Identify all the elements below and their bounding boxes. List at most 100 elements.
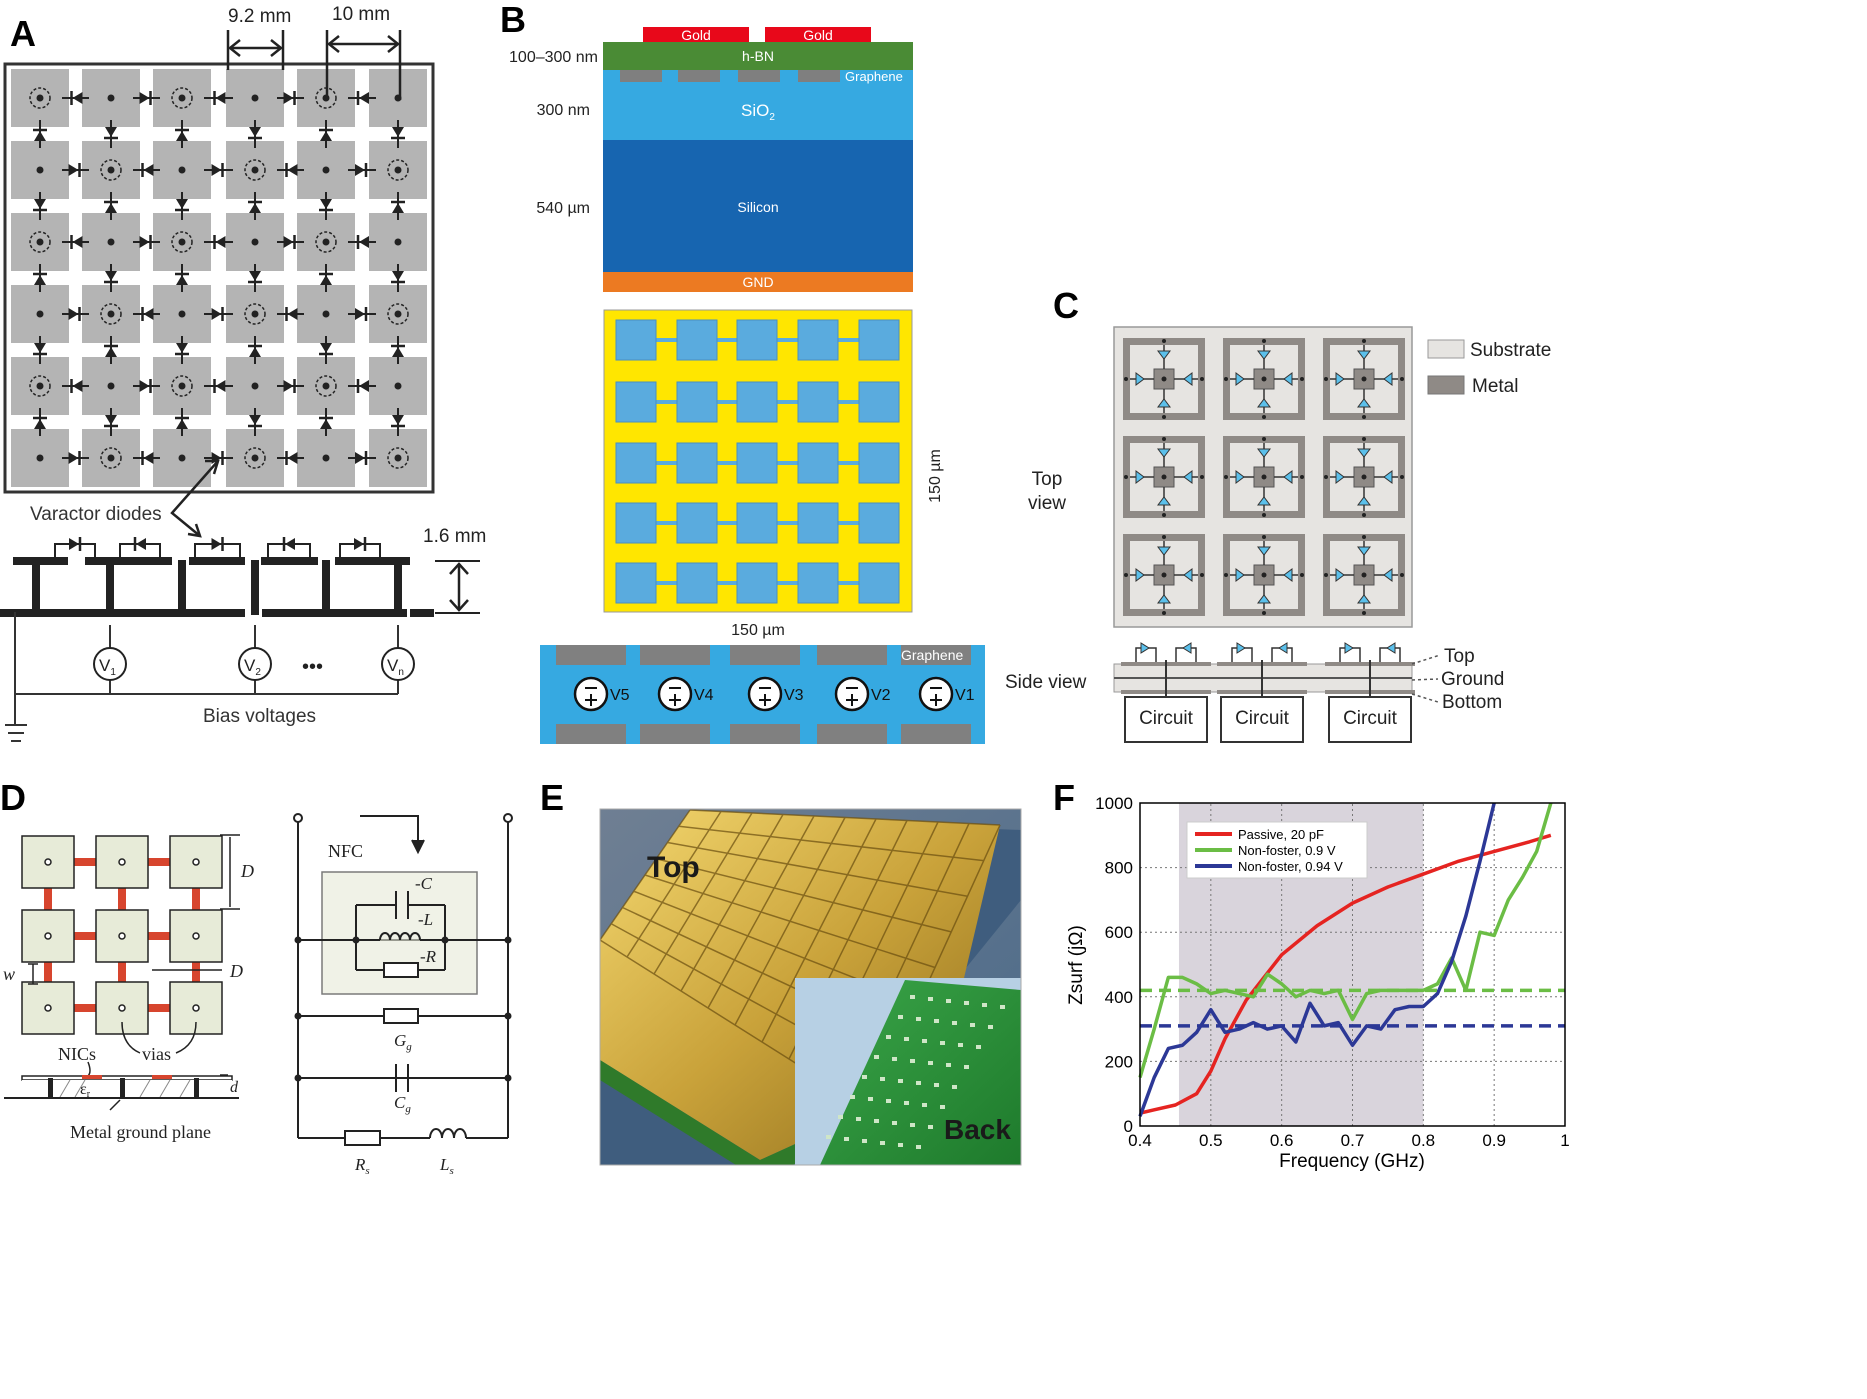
via-dot <box>107 94 115 102</box>
ground-plate <box>0 609 245 617</box>
varactor-diode <box>359 380 369 392</box>
via-ring <box>387 159 409 181</box>
top-plate <box>85 557 172 565</box>
circuit-box-2 <box>1220 696 1304 743</box>
x-tick-label: 0.6 <box>1270 1131 1294 1150</box>
via-ring <box>100 159 122 181</box>
legend-nonfoster-09: Non-foster, 0.9 V <box>1238 843 1336 858</box>
via-dot <box>178 382 186 390</box>
via-ring <box>29 375 51 397</box>
varactor-diode <box>249 271 261 281</box>
via-dot <box>178 166 186 174</box>
graphene-pad <box>797 502 839 544</box>
nic-unit-cells <box>21 835 223 1035</box>
via-dot <box>178 94 186 102</box>
varactor-diode <box>211 164 222 176</box>
via-ring <box>387 447 409 469</box>
via-dot <box>322 238 330 246</box>
via-ring <box>100 303 122 325</box>
varactor-diode <box>143 452 154 464</box>
graphene-label-2: Graphene <box>901 647 963 663</box>
varactor-diode <box>287 452 298 464</box>
diode-icon <box>1386 642 1396 654</box>
back-component <box>952 1021 957 1025</box>
back-component <box>910 1123 915 1127</box>
varactor-diode <box>211 308 222 320</box>
layer-top-label: Top <box>1444 646 1475 667</box>
gg-resistor <box>383 1008 419 1024</box>
panel-c: C Substrate Metal Top view Side view Top… <box>1005 285 1551 743</box>
circuit-box-1 <box>1124 696 1208 743</box>
back-component <box>928 1125 933 1129</box>
diode-icon <box>1257 496 1271 506</box>
neg-r-resistor <box>383 962 419 978</box>
panel-a-cross-section <box>0 537 480 617</box>
via-dot <box>251 166 259 174</box>
back-component <box>928 997 933 1001</box>
graphene-electrode-top <box>730 645 800 665</box>
via-dot <box>251 238 259 246</box>
chart-series <box>1138 802 1565 1117</box>
x-tick-label: 0.8 <box>1412 1131 1436 1150</box>
varactor-diode <box>283 236 294 248</box>
graphene-pad <box>736 562 778 604</box>
diode-icon <box>1335 470 1345 484</box>
circuit-label-3: Circuit <box>1343 708 1398 729</box>
nic-link <box>118 958 126 986</box>
varactor-diode <box>392 127 404 137</box>
varactor-diode <box>320 275 332 285</box>
via-dot <box>36 382 44 390</box>
top-view-label-1: Top <box>1032 469 1063 490</box>
legend-metal: Metal <box>1472 376 1518 397</box>
varactor-diode <box>320 131 332 141</box>
legend-passive: Passive, 20 pF <box>1238 827 1324 842</box>
varactor-diode <box>176 131 188 141</box>
via-hole <box>192 1004 200 1012</box>
v2-label: V2 <box>244 656 261 678</box>
back-component <box>928 1061 933 1065</box>
x-tick-label: 1 <box>1560 1131 1569 1150</box>
via-dot <box>322 382 330 390</box>
graphene-strips <box>620 70 840 82</box>
diode-icon <box>1135 470 1145 484</box>
back-component <box>922 1103 927 1107</box>
graphene-electrode-bottom <box>901 724 971 744</box>
graphene-pad <box>797 562 839 604</box>
diode-icon <box>1257 594 1271 604</box>
back-component <box>964 1001 969 1005</box>
graphene-pad <box>736 319 778 361</box>
dim-150um-vertical: 150 µm <box>927 449 944 503</box>
eps-r-label: εr <box>80 1081 91 1100</box>
layer-ground-label: Ground <box>1441 669 1504 690</box>
nic-link <box>144 1004 174 1012</box>
gnd-label: GND <box>742 274 773 290</box>
via-ring <box>171 231 193 253</box>
graphene-pad <box>615 562 657 604</box>
series-line-2 <box>1138 802 1496 1117</box>
back-component <box>982 1003 987 1007</box>
top-plate <box>13 557 68 565</box>
nfc-label: NFC <box>328 841 363 861</box>
diode-icon <box>1357 448 1371 458</box>
via-dot <box>394 238 402 246</box>
graphene-pad <box>615 442 657 484</box>
back-component <box>970 1023 975 1027</box>
diode-icon <box>1283 470 1293 484</box>
via-dot <box>322 310 330 318</box>
varactor-diode <box>249 347 261 357</box>
panel-c-letter: C <box>1053 285 1079 326</box>
via-hole <box>118 858 126 866</box>
via-ring <box>244 159 266 181</box>
pcb-grid-line <box>667 841 968 897</box>
layer-bottom-label: Bottom <box>1442 692 1502 713</box>
hbn-layer <box>603 42 913 70</box>
diode-icon <box>1157 496 1171 506</box>
hbn-label: h-BN <box>742 48 774 64</box>
back-component <box>880 1077 885 1081</box>
via-ring <box>171 87 193 109</box>
back-component <box>916 1081 921 1085</box>
graphene-electrode-top <box>640 645 710 665</box>
via-hole <box>118 1004 126 1012</box>
graphene-pad <box>858 319 900 361</box>
